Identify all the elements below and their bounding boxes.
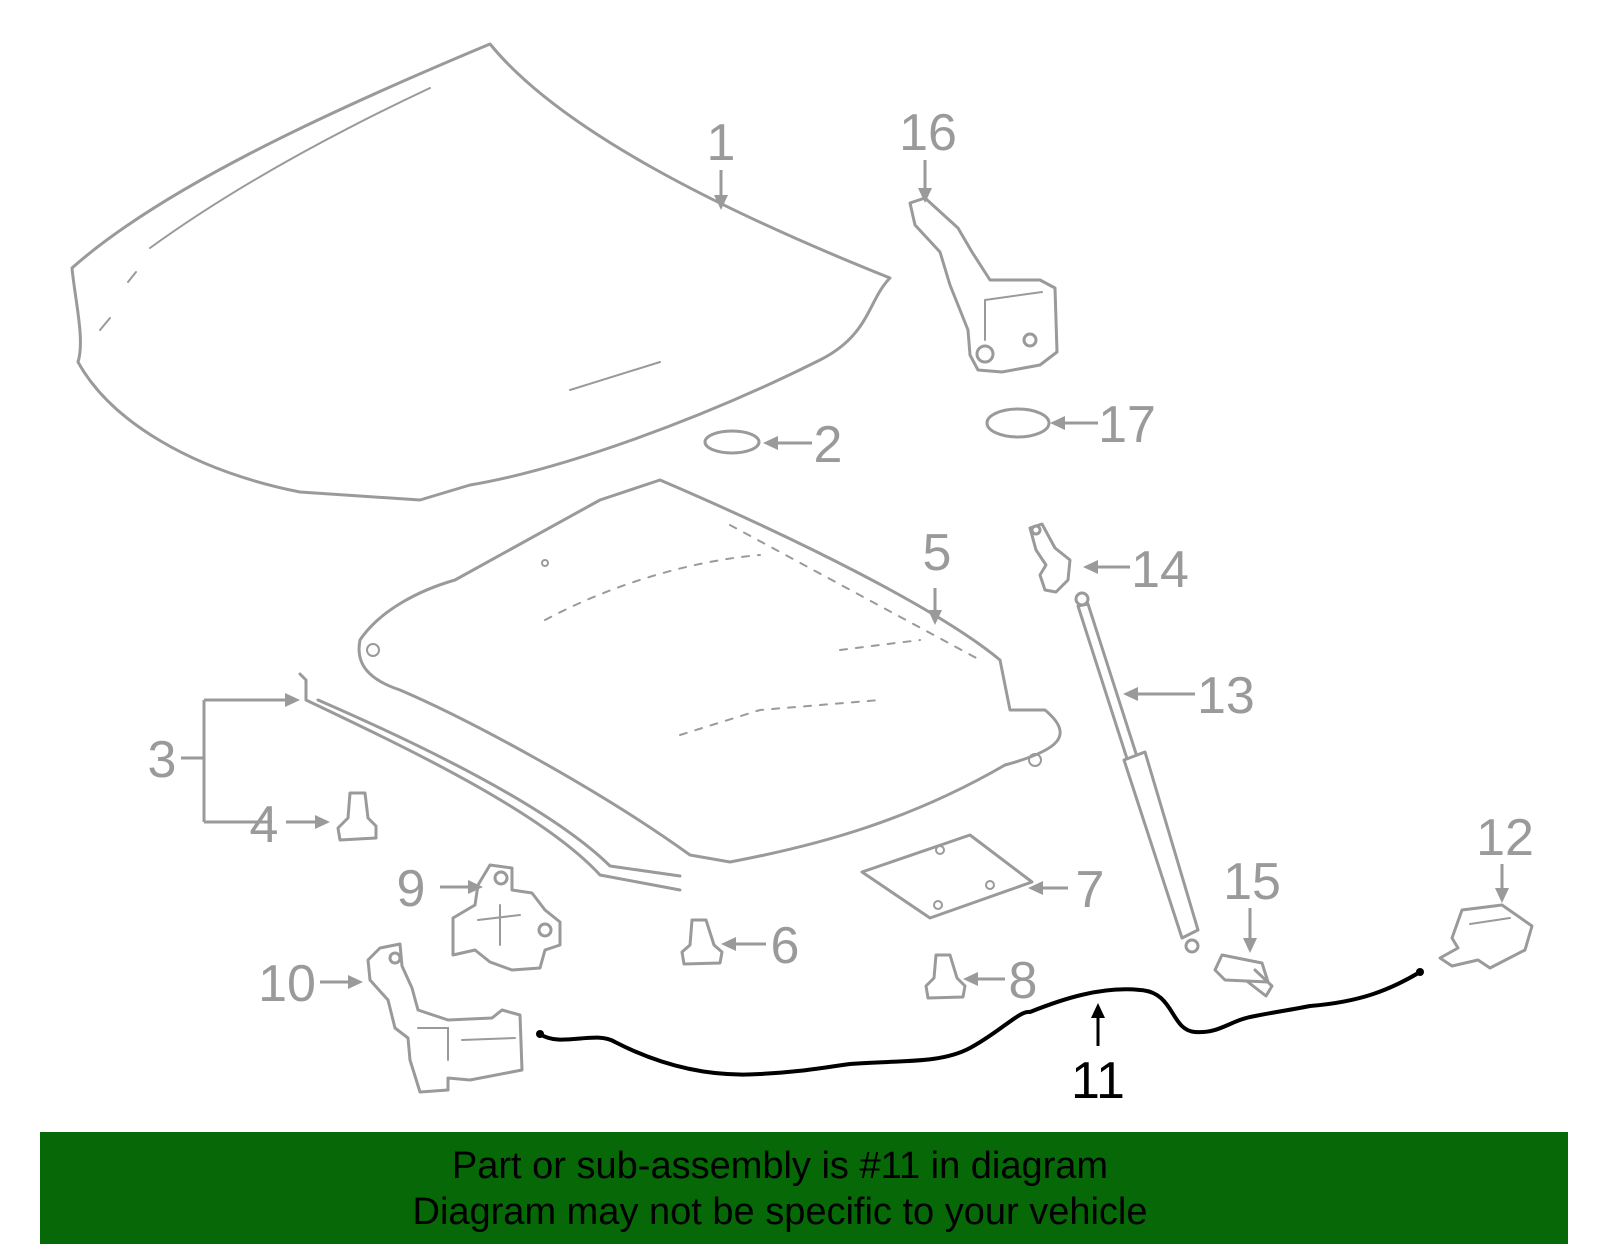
callout-6: 6 <box>771 917 800 975</box>
part-6-clip[interactable] <box>680 918 724 966</box>
part-2-seal[interactable] <box>703 429 761 455</box>
callout-8: 8 <box>1009 952 1038 1010</box>
part-5-insulator[interactable] <box>357 478 1062 864</box>
callout-2: 2 <box>814 416 843 474</box>
cable-end-right <box>1416 968 1424 976</box>
callout-16: 16 <box>899 104 957 162</box>
callout-17: 17 <box>1098 396 1156 454</box>
callout-3: 3 <box>148 731 177 789</box>
part-7-plate[interactable] <box>860 833 1034 920</box>
part-16-hinge[interactable] <box>908 196 1059 374</box>
callout-12: 12 <box>1476 809 1534 867</box>
part-1-hood[interactable] <box>70 42 892 502</box>
part-13-strut[interactable] <box>1074 591 1200 954</box>
part-17-seal[interactable] <box>985 407 1051 439</box>
part-14-bracket[interactable] <box>1028 522 1072 594</box>
part-12-handle[interactable] <box>1438 903 1534 970</box>
part-3-weatherstrip[interactable] <box>298 672 682 892</box>
callout-15: 15 <box>1223 853 1281 911</box>
callout-5: 5 <box>923 524 952 582</box>
leader-lines <box>181 160 1509 1046</box>
part-4-clip[interactable] <box>336 791 378 842</box>
info-banner: Part or sub-assembly is #11 in diagram D… <box>40 1132 1568 1244</box>
cable-end-left <box>536 1030 544 1038</box>
callout-1: 1 <box>707 114 736 172</box>
callout-13: 13 <box>1197 667 1255 725</box>
part-15-stop[interactable] <box>1213 953 1274 998</box>
banner-line-part: Part or sub-assembly is #11 in diagram <box>451 1145 1109 1187</box>
banner-line-disclaimer: Diagram may not be specific to your vehi… <box>412 1191 1148 1233</box>
callout-4: 4 <box>250 796 279 854</box>
callout-11: 11 <box>1071 1052 1125 1110</box>
part-9-latch[interactable] <box>451 863 562 972</box>
part-8-clip[interactable] <box>924 953 967 1000</box>
part-10-lock[interactable] <box>366 942 524 1094</box>
callout-9: 9 <box>397 860 426 918</box>
part-11-release-cable[interactable] <box>536 968 1424 1077</box>
callout-7: 7 <box>1076 861 1105 919</box>
callout-10: 10 <box>258 955 316 1013</box>
callout-14: 14 <box>1131 541 1189 599</box>
